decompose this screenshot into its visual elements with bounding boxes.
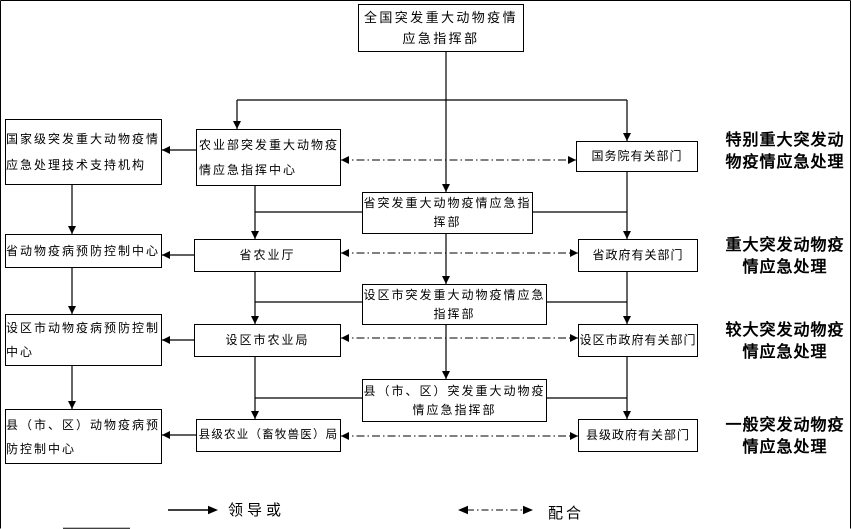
node-province-cdc: 省动物疫病预防控制中心 xyxy=(5,234,162,268)
side-label-major-response: 重大突发动物疫情应急处理 xyxy=(725,237,845,276)
lead-connectors xyxy=(68,52,631,439)
legend-lead-label: 领导或 xyxy=(228,502,286,519)
coop-connectors xyxy=(341,156,578,440)
node-county-agri-bureau: 县级农业（畜牧兽医）局 xyxy=(196,419,341,452)
side-label-extraordinary-response: 特别重大突发动物疫情应急处理 xyxy=(725,132,845,171)
dash-dot-double-arrow-icon xyxy=(458,503,533,515)
node-city-hq: 设区市突发重大动物疫情应急指挥部 xyxy=(362,284,547,325)
node-national-hq: 全国突发重大动物疫情应急指挥部 xyxy=(358,4,524,52)
node-moa-command-center: 农业部突发重大动物疫情应急指挥中心 xyxy=(196,129,341,186)
node-province-hq: 省突发重大动物疫情应急指挥部 xyxy=(362,192,533,234)
node-county-cdc: 县（市、区）动物疫病预防控制中心 xyxy=(5,409,162,464)
node-province-agri-dept: 省农业厅 xyxy=(194,239,341,272)
node-city-agri-bureau: 设区市农业局 xyxy=(194,324,341,357)
node-city-cdc: 设区市动物疫病预防控制中心 xyxy=(5,314,162,366)
node-state-council-depts: 国务院有关部门 xyxy=(576,141,698,172)
side-label-large-response: 较大突发动物疫情应急处理 xyxy=(725,322,845,361)
node-province-gov-depts: 省政府有关部门 xyxy=(578,239,698,272)
node-county-gov-depts: 县级政府有关部门 xyxy=(578,419,698,452)
solid-right-arrow-icon xyxy=(168,503,218,515)
legend-coop-label: 配合 xyxy=(548,505,585,522)
node-national-tech-support: 国家级突发重大动物疫情应急处理技术支持机构 xyxy=(5,119,162,185)
node-city-gov-depts: 设区市政府有关部门 xyxy=(578,324,698,357)
side-label-general-response: 一般突发动物疫情应急处理 xyxy=(725,417,845,456)
node-county-hq: 县（市、区）突发重大动物疫情应急指挥部 xyxy=(362,379,547,422)
